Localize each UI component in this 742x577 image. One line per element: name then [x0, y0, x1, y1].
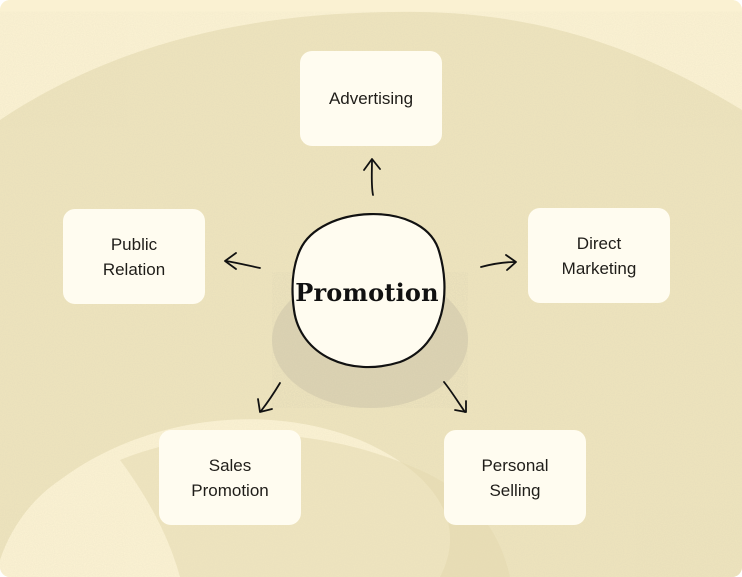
node-sales-promotion: Sales Promotion [159, 430, 301, 525]
arrow-to-sales-promotion [260, 382, 281, 412]
node-direct-marketing-line2: Marketing [561, 258, 637, 278]
center-node-label: Promotion [295, 277, 439, 307]
node-public-relation: Public Relation [63, 209, 205, 304]
node-advertising: Advertising [300, 51, 442, 146]
arrow-to-public-relation [225, 260, 261, 269]
node-direct-marketing: Direct Marketing [528, 208, 670, 303]
node-sales-promotion-line1: Sales [208, 455, 252, 475]
node-personal-selling: Personal Selling [444, 430, 586, 525]
node-sales-promotion-line2: Promotion [191, 480, 269, 500]
node-public-relation-line2: Relation [102, 259, 166, 279]
node-advertising-label: Advertising [328, 89, 414, 108]
arrow-to-advertising [370, 159, 374, 196]
node-public-relation-line1: Public [110, 234, 158, 254]
arrow-to-personal-selling [443, 381, 466, 413]
node-personal-selling-line2: Selling [489, 480, 541, 500]
node-direct-marketing-line1: Direct [576, 233, 622, 253]
arrow-to-direct-marketing [480, 261, 516, 268]
node-personal-selling-line1: Personal [481, 455, 549, 475]
